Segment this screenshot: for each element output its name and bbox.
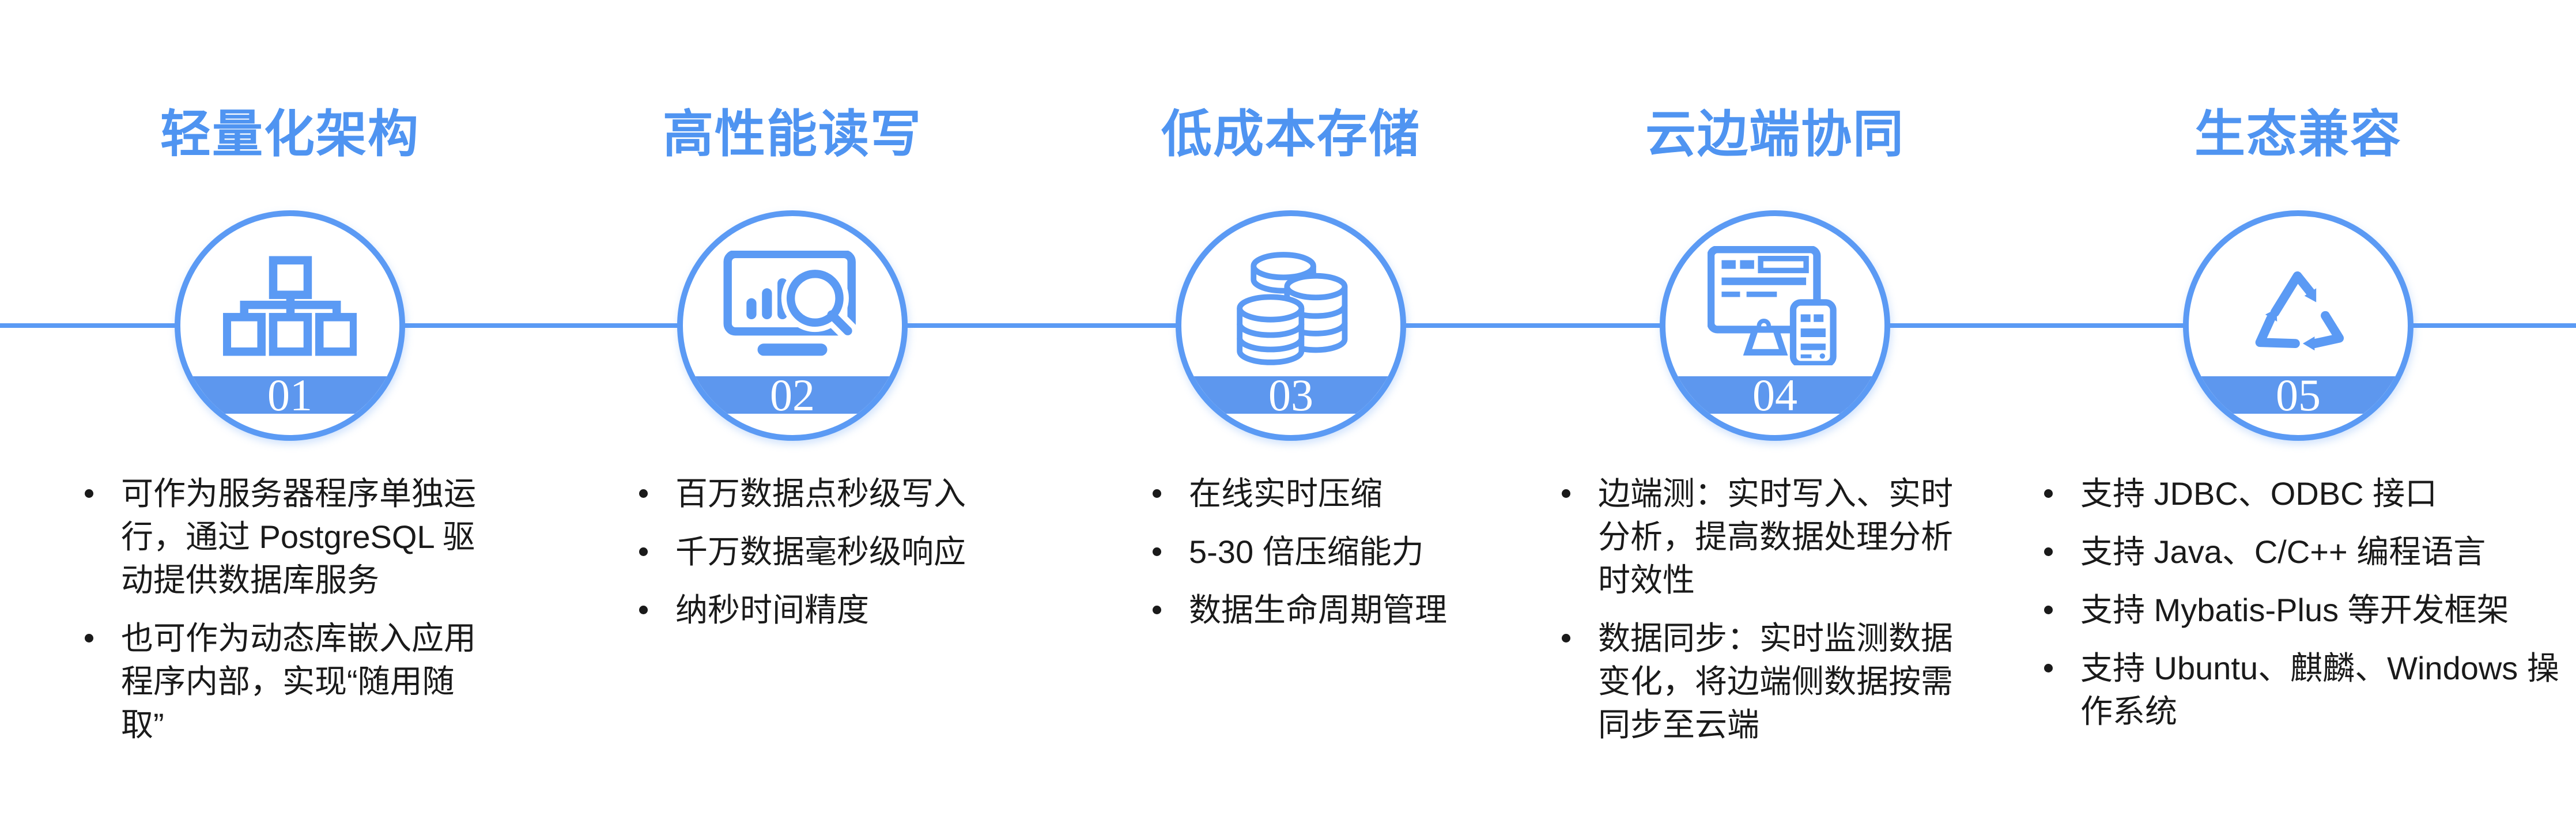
monitor-analytics-icon [723,250,858,356]
feature-bullet: 支持 Java、C/C++ 编程语言 [2044,530,2573,573]
feature-bullet: 支持 Ubuntu、麒麟、Windows 操作系统 [2044,647,2573,733]
feature-bullet: 数据生命周期管理 [1153,588,1592,632]
feature-title: 云边端协同 [1645,105,1905,162]
database-stack-icon [1236,251,1347,365]
feature-title: 轻量化架构 [160,105,420,162]
feature-bullet-list: 百万数据点秒级写入 千万数据毫秒级响应 纳秒时间精度 [639,472,1079,632]
feature-bullet-list: 可作为服务器程序单独运行，通过 PostgreSQL 驱动提供数据库服务 也可作… [85,472,478,746]
step-number-badge: 05 [2189,373,2408,418]
feature-bullet: 千万数据毫秒级响应 [639,530,1079,573]
feature-bullet: 百万数据点秒级写入 [639,472,1079,515]
feature-bullet: 支持 Mybatis-Plus 等开发框架 [2044,588,2573,632]
feature-bullet-list: 支持 JDBC、ODBC 接口 支持 Java、C/C++ 编程语言 支持 My… [2044,472,2573,733]
feature-title: 低成本存储 [1161,105,1421,162]
feature-bullet-list: 边端测：实时写入、实时分析，提高数据处理分析时效性 数据同步：实时监测数据变化，… [1562,472,1958,746]
step-circle: 02 [677,210,908,441]
feature-title: 高性能读写 [662,105,922,162]
feature-bullet: 纳秒时间精度 [639,588,1079,632]
feature-bullet: 支持 JDBC、ODBC 接口 [2044,472,2573,515]
feature-bullet-list: 在线实时压缩 5-30 倍压缩能力 数据生命周期管理 [1153,472,1592,632]
step-circle: 03 [1176,210,1406,441]
step-number-badge: 02 [683,373,902,418]
step-number-badge: 04 [1665,373,1884,418]
step-number-badge: 03 [1181,373,1400,418]
feature-bullet: 5-30 倍压缩能力 [1153,530,1592,573]
recycle-icon [2255,271,2344,350]
step-number-badge: 01 [180,373,399,418]
step-circle: 01 [175,210,405,441]
org-chart-icon [223,255,357,356]
desktop-mobile-icon [1707,246,1837,365]
feature-bullet: 数据同步：实时监测数据变化，将边端侧数据按需同步至云端 [1562,617,1958,746]
step-circle: 04 [1660,210,1890,441]
feature-bullet: 边端测：实时写入、实时分析，提高数据处理分析时效性 [1562,472,1958,602]
step-circle: 05 [2183,210,2413,441]
feature-bullet: 也可作为动态库嵌入应用程序内部，实现“随用随取” [85,617,478,746]
feature-title: 生态兼容 [2194,105,2402,162]
feature-bullet: 在线实时压缩 [1153,472,1592,515]
feature-bullet: 可作为服务器程序单独运行，通过 PostgreSQL 驱动提供数据库服务 [85,472,478,602]
